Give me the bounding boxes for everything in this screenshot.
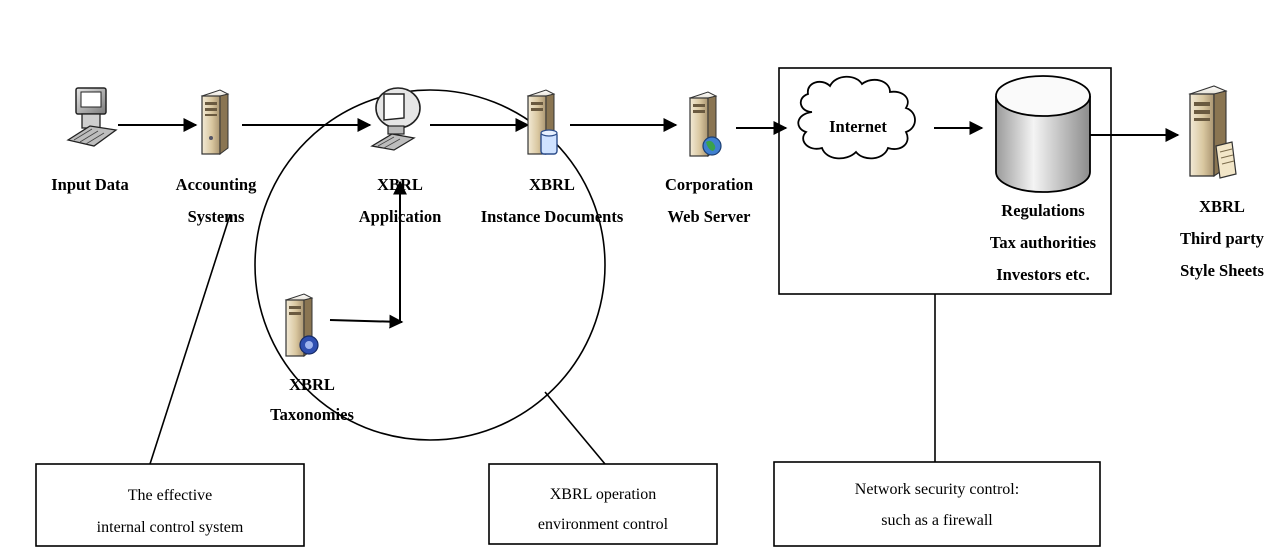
third-party-label-line1: XBRL: [1199, 197, 1245, 216]
corp-server-label-line2: Web Server: [668, 207, 751, 226]
taxonomy-server-icon: [284, 293, 319, 357]
taxonomies-label-line1: XBRL: [289, 375, 335, 394]
xbrl-app-label-line2: Application: [359, 207, 442, 226]
leader-operation-control: [544, 391, 606, 465]
regulators-label-line3: Investors etc.: [996, 265, 1089, 284]
accounting-label-line1: Accounting: [176, 175, 257, 194]
internal-control-line2: internal control system: [97, 519, 244, 536]
network-control-line2: such as a firewall: [881, 512, 993, 529]
server-icon: [200, 89, 230, 155]
desktop-computer-icon: [66, 87, 118, 147]
leader-internal-control: [149, 214, 231, 465]
taxonomies-label-line2: Taxonomies: [270, 405, 354, 424]
accounting-label-line2: Systems: [188, 207, 245, 226]
operation-control-callout: XBRL operation environment control: [488, 463, 718, 545]
third-party-label-line3: Style Sheets: [1180, 261, 1264, 280]
network-control-callout: Network security control: such as a fire…: [773, 461, 1101, 547]
regulators-label-line1: Regulations: [1001, 201, 1085, 220]
operation-control-line2: environment control: [538, 516, 669, 533]
xbrl-instance-label-line2: Instance Documents: [481, 207, 624, 226]
third-party-label-line2: Third party: [1180, 229, 1265, 248]
xbrl-instance-label-line1: XBRL: [529, 175, 575, 194]
database-server-icon: [526, 89, 558, 155]
operation-control-line1: XBRL operation: [550, 486, 657, 503]
arrow-taxonomies-feed: [329, 314, 404, 329]
input-data-label: Input Data: [51, 175, 128, 194]
network-control-line1: Network security control:: [855, 481, 1019, 498]
operation-environment-circle: [254, 89, 606, 441]
internal-control-line1: The effective: [128, 487, 213, 504]
document-server-icon: [1188, 85, 1237, 179]
internal-control-callout: The effective internal control system: [35, 463, 305, 547]
cloud-icon: [797, 75, 916, 160]
web-server-icon: [688, 91, 722, 157]
network-security-box: [778, 67, 1112, 295]
internet-label: Internet: [829, 117, 887, 136]
monitor-computer-icon: [370, 87, 421, 151]
xbrl-app-label-line1: XBRL: [377, 175, 423, 194]
regulators-label-line2: Tax authorities: [990, 233, 1097, 252]
corp-server-label-line1: Corporation: [665, 175, 753, 194]
database-cylinder-icon: [995, 75, 1091, 193]
